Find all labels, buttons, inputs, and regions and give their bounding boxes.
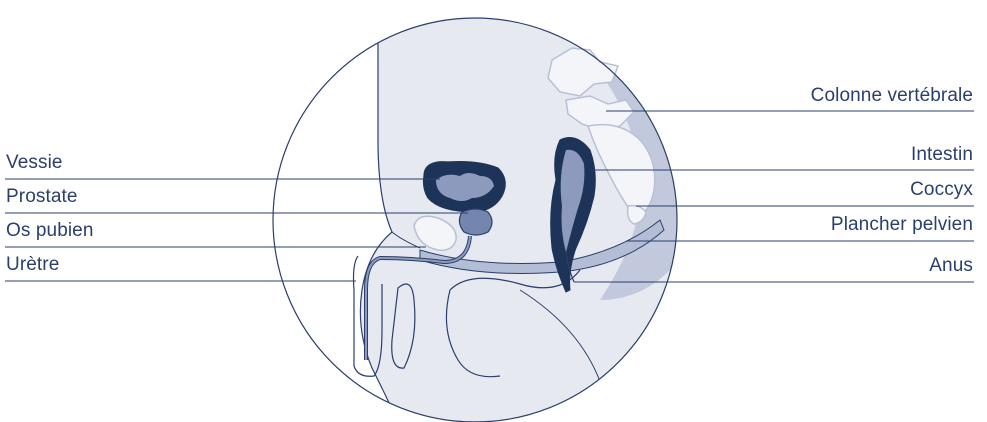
label-os-pubien: Os pubien bbox=[6, 221, 94, 240]
label-vessie: Vessie bbox=[6, 153, 63, 172]
bladder bbox=[424, 162, 506, 212]
label-anus: Anus bbox=[929, 256, 973, 275]
label-coccyx: Coccyx bbox=[910, 180, 973, 199]
label-plancher-pelvien: Plancher pelvien bbox=[831, 215, 973, 234]
label-uretre: Urètre bbox=[6, 255, 59, 274]
body-cross-section bbox=[360, 0, 701, 422]
label-intestin: Intestin bbox=[911, 145, 973, 164]
label-prostate: Prostate bbox=[6, 187, 78, 206]
label-colonne-vertebrale: Colonne vertébrale bbox=[811, 86, 973, 105]
